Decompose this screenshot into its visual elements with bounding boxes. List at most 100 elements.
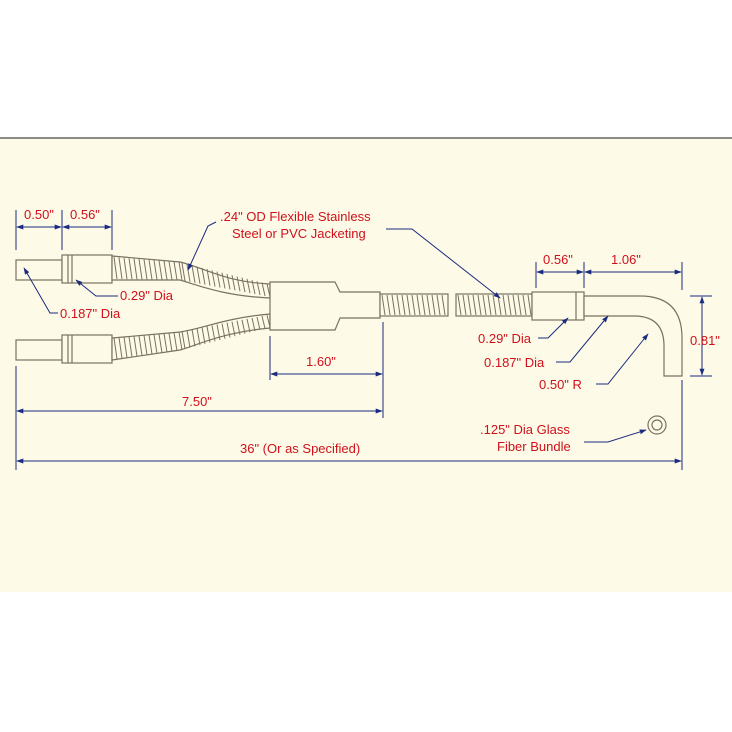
- coil-stripe: [158, 333, 163, 353]
- leader-bundle: [584, 429, 647, 443]
- coil-stripe: [148, 259, 153, 280]
- coil-stripe: [241, 277, 246, 293]
- coil-stripe: [133, 336, 138, 357]
- cable-body: [15, 254, 683, 435]
- coil-stripe: [178, 261, 183, 281]
- distal-ferrule: [531, 291, 585, 321]
- jacket-coils: [113, 256, 532, 360]
- coil-stripe: [201, 327, 206, 344]
- label-dim-056-left: 0.56": [70, 207, 100, 222]
- coil-stripe: [477, 294, 482, 316]
- leader-dia-0187-right: [556, 315, 609, 363]
- label-dia-0187-right: 0.187" Dia: [484, 355, 545, 370]
- coil-stripe: [221, 323, 226, 339]
- coil-stripe: [138, 335, 143, 356]
- coil-stripe: [216, 271, 221, 288]
- coil-stripe: [191, 329, 196, 347]
- coil-stripe: [472, 294, 477, 316]
- coil-stripe: [123, 257, 128, 280]
- leader-jacket-right: [386, 228, 501, 299]
- label-bundle-line2: Fiber Bundle: [497, 439, 571, 454]
- coil-stripe: [467, 294, 472, 316]
- coil-stripe: [246, 318, 251, 333]
- breakout-body: [269, 281, 381, 331]
- coil-stripe: [201, 267, 206, 285]
- lower-ferrule: [61, 334, 113, 364]
- label-jacket-line2: Steel or PVC Jacketing: [232, 226, 366, 241]
- coil-stripe: [416, 294, 421, 316]
- coil-stripe: [236, 276, 241, 292]
- coil-stripe: [487, 294, 492, 316]
- coil-stripe: [251, 279, 256, 295]
- leader-dia-0187-left: [23, 267, 58, 314]
- coil-stripe: [401, 294, 406, 316]
- label-radius-050: 0.50" R: [539, 377, 582, 392]
- label-dim-081: 0.81": [690, 333, 720, 348]
- coil-stripe: [261, 282, 266, 296]
- label-dim-750: 7.50": [182, 394, 212, 409]
- label-dia-0187-left: 0.187" Dia: [60, 306, 121, 321]
- coil-stripe: [256, 281, 261, 296]
- leader-radius: [596, 333, 649, 385]
- coil-stripe: [457, 294, 462, 316]
- coil-stripe: [492, 294, 497, 316]
- bent-tip: [583, 295, 683, 377]
- coil-stripe: [411, 294, 416, 316]
- coil-stripe: [206, 269, 211, 286]
- coil-stripe: [178, 332, 183, 351]
- coil-stripe: [256, 316, 261, 330]
- coil-stripe: [482, 294, 487, 316]
- leader-dia-029-right: [538, 317, 569, 339]
- coil-stripe: [186, 264, 191, 283]
- coil-stripe: [168, 332, 173, 352]
- label-bundle-line1: .125" Dia Glass: [480, 422, 570, 437]
- coil-stripe: [512, 294, 517, 316]
- label-dia-029-left: 0.29" Dia: [120, 288, 174, 303]
- coil-stripe: [211, 270, 216, 287]
- coil-stripe: [148, 334, 153, 355]
- coil-stripe: [113, 337, 118, 360]
- coil-stripe: [123, 337, 128, 358]
- coil-stripe: [441, 294, 446, 316]
- coil-stripe: [436, 294, 441, 316]
- label-dim-36: 36" (Or as Specified): [240, 441, 360, 456]
- coil-stripe: [231, 321, 236, 337]
- label-jacket-line1: .24" OD Flexible Stainless: [220, 209, 371, 224]
- coil-stripe: [158, 260, 163, 280]
- coil-stripe: [143, 335, 148, 355]
- coil-stripe: [241, 319, 246, 334]
- coil-stripe: [246, 278, 251, 294]
- coil-stripe: [507, 294, 512, 316]
- coil-stripe: [133, 258, 138, 280]
- coil-stripe: [113, 256, 118, 280]
- coil-stripe: [391, 294, 396, 316]
- label-dim-050: 0.50": [24, 207, 54, 222]
- coil-stripe: [211, 325, 216, 342]
- label-dim-160: 1.60": [306, 354, 336, 369]
- coil-stripe: [226, 322, 231, 338]
- label-dia-029-right: 0.29" Dia: [478, 331, 532, 346]
- coil-stripe: [421, 294, 426, 316]
- label-dim-056-right: 0.56": [543, 252, 573, 267]
- label-dim-106: 1.06": [611, 252, 641, 267]
- coil-stripe: [396, 294, 401, 316]
- coil-stripe: [517, 294, 522, 316]
- coil-stripe: [527, 294, 532, 316]
- coil-stripe: [173, 332, 178, 351]
- coil-stripe: [163, 260, 168, 280]
- coil-stripe: [206, 326, 211, 343]
- coil-stripe: [181, 330, 186, 350]
- coil-stripe: [168, 261, 173, 280]
- coil-stripe: [406, 294, 411, 316]
- upper-ferrule: [61, 254, 113, 284]
- coil-stripe: [196, 328, 201, 346]
- coil-stripe: [381, 294, 386, 316]
- upper-ferrule-tip: [15, 259, 63, 281]
- coil-stripe: [431, 294, 436, 316]
- coil-stripe: [153, 334, 158, 354]
- coil-stripe: [251, 317, 256, 332]
- coil-stripe: [128, 336, 133, 358]
- coil-stripe: [502, 294, 507, 316]
- fiber-bundle-inner: [651, 419, 663, 431]
